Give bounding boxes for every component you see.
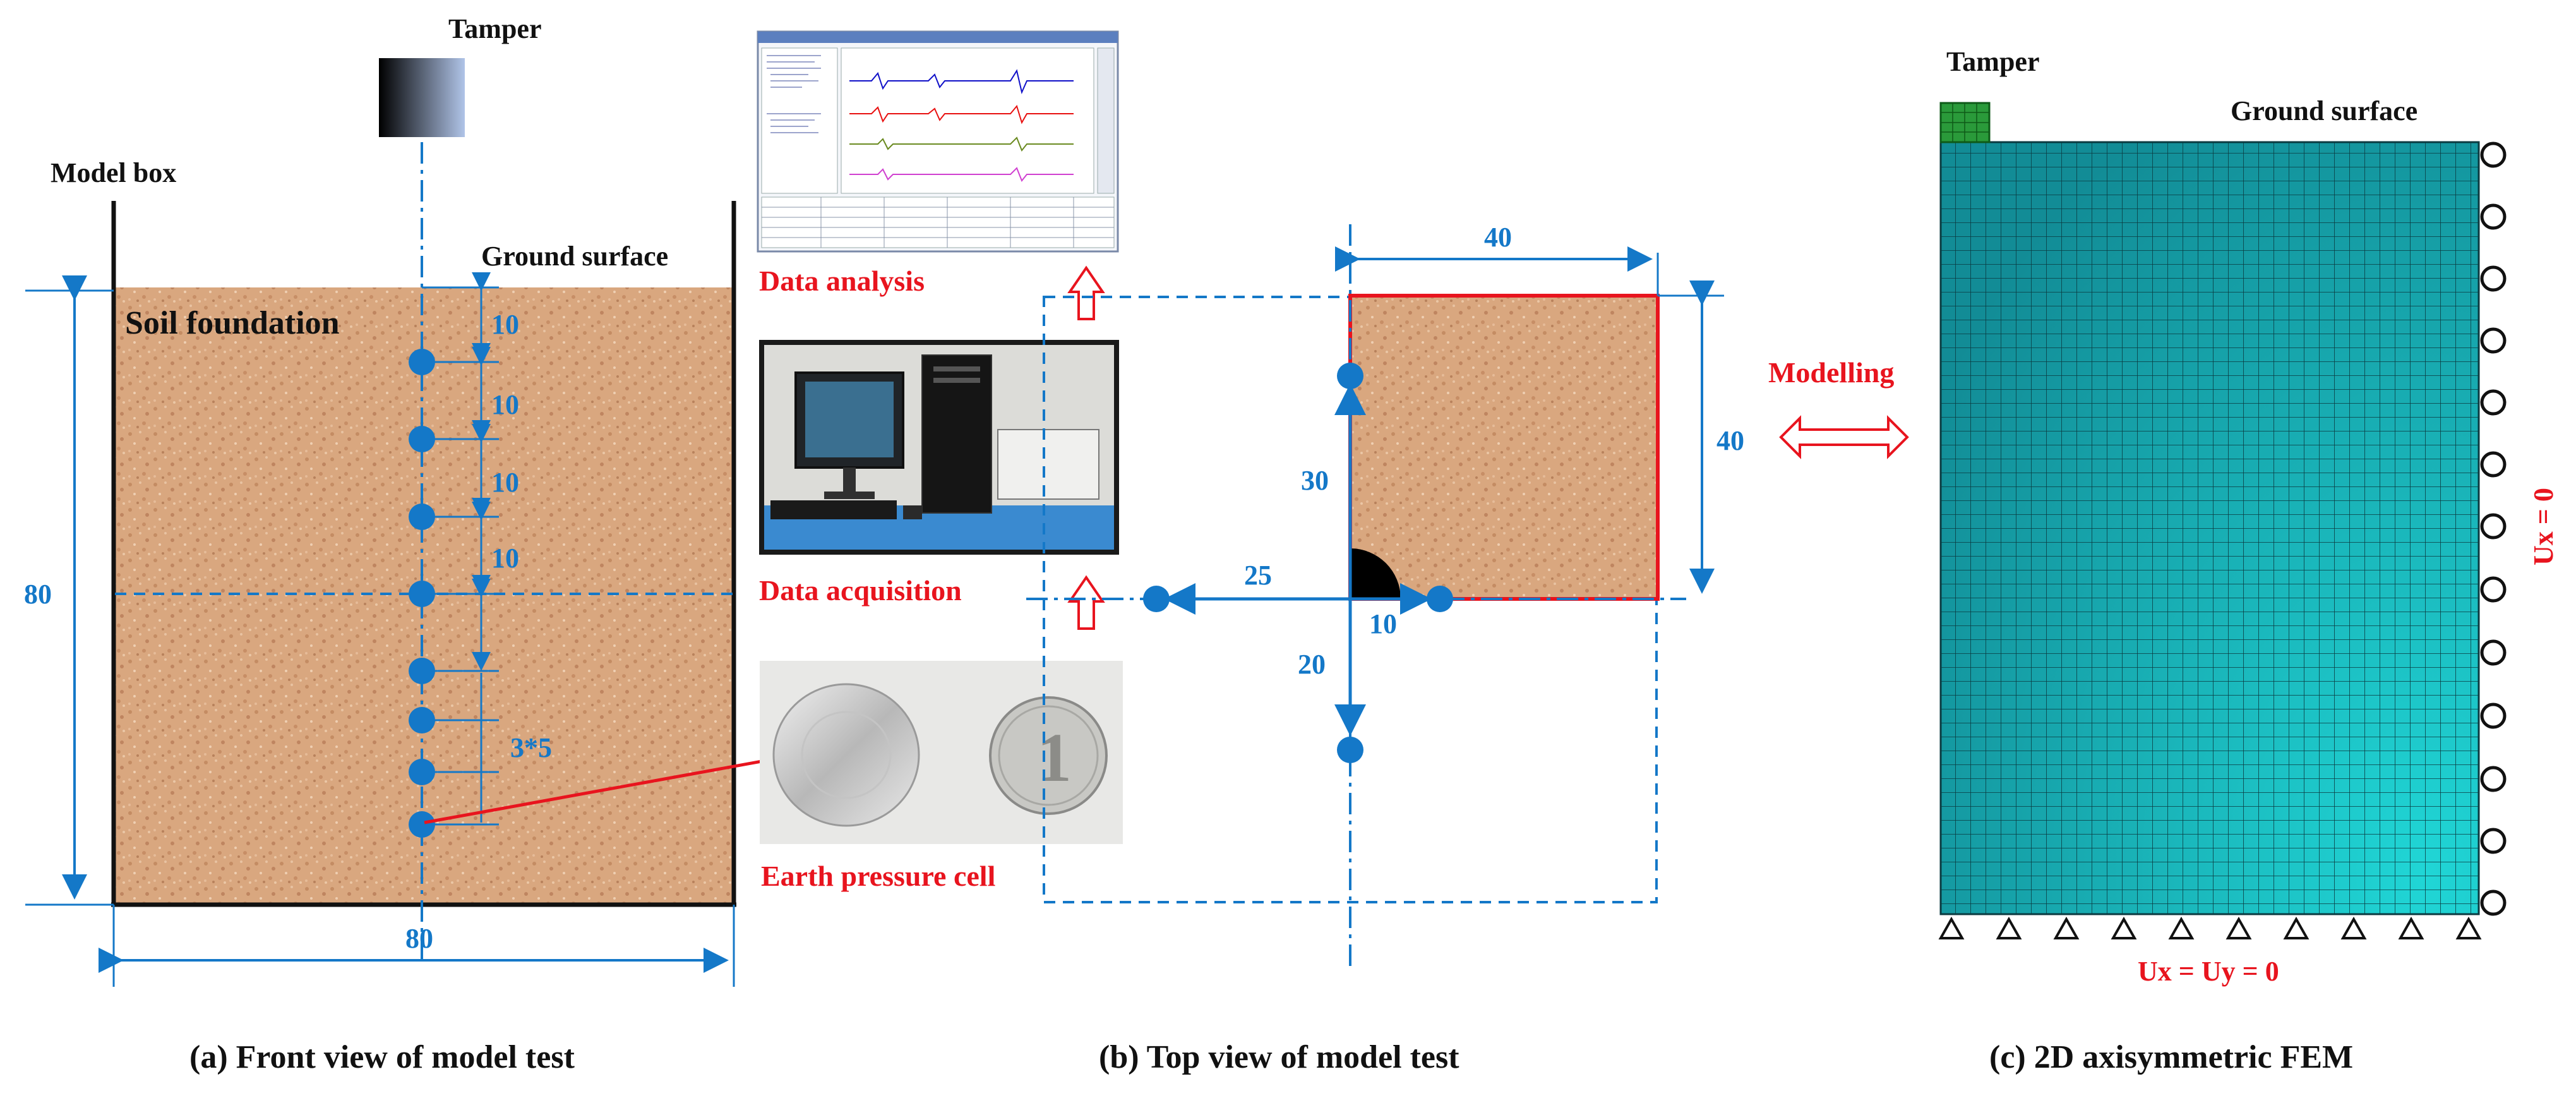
spacing-label-1: 10: [491, 309, 519, 340]
fem-tamper-grid: [1941, 103, 1989, 142]
panel-b-top-view: Data analysis Data acquisition 1: [757, 30, 1744, 1075]
point-up: [1337, 363, 1363, 389]
height-label: 80: [24, 579, 52, 610]
dim-down-label: 20: [1298, 649, 1326, 680]
dim-up-label: 30: [1301, 465, 1329, 496]
earth-pressure-cell-photo: 1: [760, 661, 1123, 844]
earth-pressure-cell-label: Earth pressure cell: [761, 860, 995, 892]
fem-tamper-label: Tamper: [1946, 46, 2040, 77]
group-spacing-label: 3*5: [510, 732, 552, 763]
tamper-block: [379, 58, 465, 137]
roller-supports-right: [2480, 142, 2507, 916]
pressure-sensors: [409, 349, 435, 838]
spacing-label-2: 10: [491, 389, 519, 420]
caption-a: (a) Front view of model test: [189, 1039, 575, 1075]
model-box-label: Model box: [51, 157, 176, 188]
data-acquisition-label: Data acquisition: [759, 574, 962, 606]
point-right: [1427, 586, 1453, 612]
sensor-7: [409, 759, 435, 785]
bc-right-label: Ux = 0: [2528, 488, 2559, 565]
spacing-label-3: 10: [491, 467, 519, 498]
data-analysis-label: Data analysis: [759, 265, 925, 297]
sensor-2: [409, 426, 435, 452]
sensor-8: [409, 811, 435, 838]
fem-mesh-border: [1939, 141, 2480, 915]
sensor-4: [409, 581, 435, 607]
fem-mesh-grid: [1941, 142, 2479, 914]
data-acquisition-photo: [759, 340, 1119, 555]
width-label: 80: [405, 923, 433, 954]
pin-supports-bottom: [1938, 916, 2482, 939]
tamper-label: Tamper: [448, 13, 542, 44]
sensor-6: [409, 707, 435, 733]
hollow-up-arrow-2: [1067, 575, 1105, 630]
sensor-1: [409, 349, 435, 375]
right-dim-label: 40: [1716, 425, 1744, 456]
top-dim-label: 40: [1484, 222, 1512, 253]
spacing-label-4: 10: [491, 543, 519, 574]
modelling-double-arrow: [1779, 415, 1909, 459]
panel-a-front-view: Tamper Model box Ground surface Soil fou…: [24, 13, 859, 1075]
dim-left-label: 25: [1244, 560, 1272, 591]
caption-c: (c) 2D axisymmetric FEM: [1989, 1039, 2353, 1075]
sensor-3: [409, 504, 435, 530]
panel-c-fem: Modelling Tamper Ground surface: [1768, 46, 2559, 1075]
bc-bottom-label: Ux = Uy = 0: [2138, 956, 2279, 987]
sensor-5: [409, 658, 435, 684]
top-view-soil-square: [1348, 294, 1660, 601]
ground-surface-label: Ground surface: [481, 241, 668, 272]
point-down: [1337, 737, 1363, 763]
caption-b: (b) Top view of model test: [1099, 1039, 1459, 1075]
dim-small-label: 10: [1369, 608, 1397, 639]
modelling-label: Modelling: [1768, 356, 1894, 389]
hollow-up-arrow-1: [1067, 265, 1105, 320]
data-analysis-screenshot: [757, 30, 1119, 253]
coin-digit: 1: [1037, 719, 1072, 796]
soil-foundation-label: Soil foundation: [125, 305, 340, 341]
tamper-footprint-quarter: [1350, 548, 1401, 599]
point-left: [1143, 586, 1170, 612]
fem-ground-surface-label: Ground surface: [2231, 95, 2417, 126]
